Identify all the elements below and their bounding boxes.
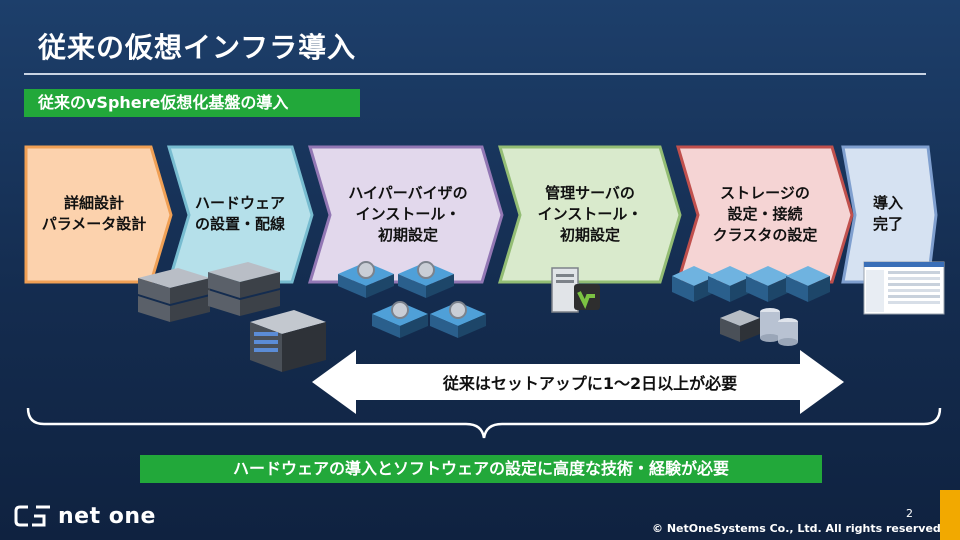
step-4-chevron	[497, 145, 682, 284]
step-6-label: 導入 完了	[872, 194, 903, 233]
logo-text: net one	[58, 503, 156, 529]
step-1-label: 詳細設計 パラメータ設計	[41, 194, 147, 233]
step-3-chevron	[307, 145, 504, 284]
step-2-chevron	[166, 145, 314, 284]
step-4-label: 管理サーバの インストール・ 初期設定	[537, 183, 643, 244]
step-5-label: ストレージの 設定・接続 クラスタの設定	[712, 183, 818, 244]
requirement-banner: ハードウェアの導入とソフトウェアの設定に高度な技術・経験が必要	[140, 455, 822, 483]
hardware-server-icon	[138, 262, 326, 372]
page-number: 2	[906, 507, 913, 520]
duration-double-arrow	[312, 350, 844, 414]
step-5-chevron	[675, 145, 854, 284]
logo-mark-icon	[14, 505, 50, 527]
management-server-icon	[551, 267, 600, 313]
step-1-chevron	[24, 145, 173, 284]
page-title: 従来の仮想インフラ導入	[38, 31, 357, 64]
duration-text: 従来はセットアップに1～2日以上が必要	[442, 374, 738, 393]
management-console-icon	[863, 261, 945, 315]
copyright-text: © NetOneSystems Co., Ltd. All rights res…	[652, 522, 945, 535]
subtitle-banner: 従来のvSphere仮想化基盤の導入	[24, 89, 360, 117]
step-2-label: ハードウェア の設置・配線	[194, 194, 285, 233]
title-divider	[24, 73, 926, 75]
storage-array-icon	[672, 266, 830, 346]
corner-accent	[940, 490, 960, 540]
hypervisor-host-icon	[338, 261, 486, 338]
step-3-label: ハイパーバイザの インストール・ 初期設定	[348, 183, 468, 244]
scope-brace	[26, 407, 942, 439]
company-logo: net one	[14, 503, 156, 529]
